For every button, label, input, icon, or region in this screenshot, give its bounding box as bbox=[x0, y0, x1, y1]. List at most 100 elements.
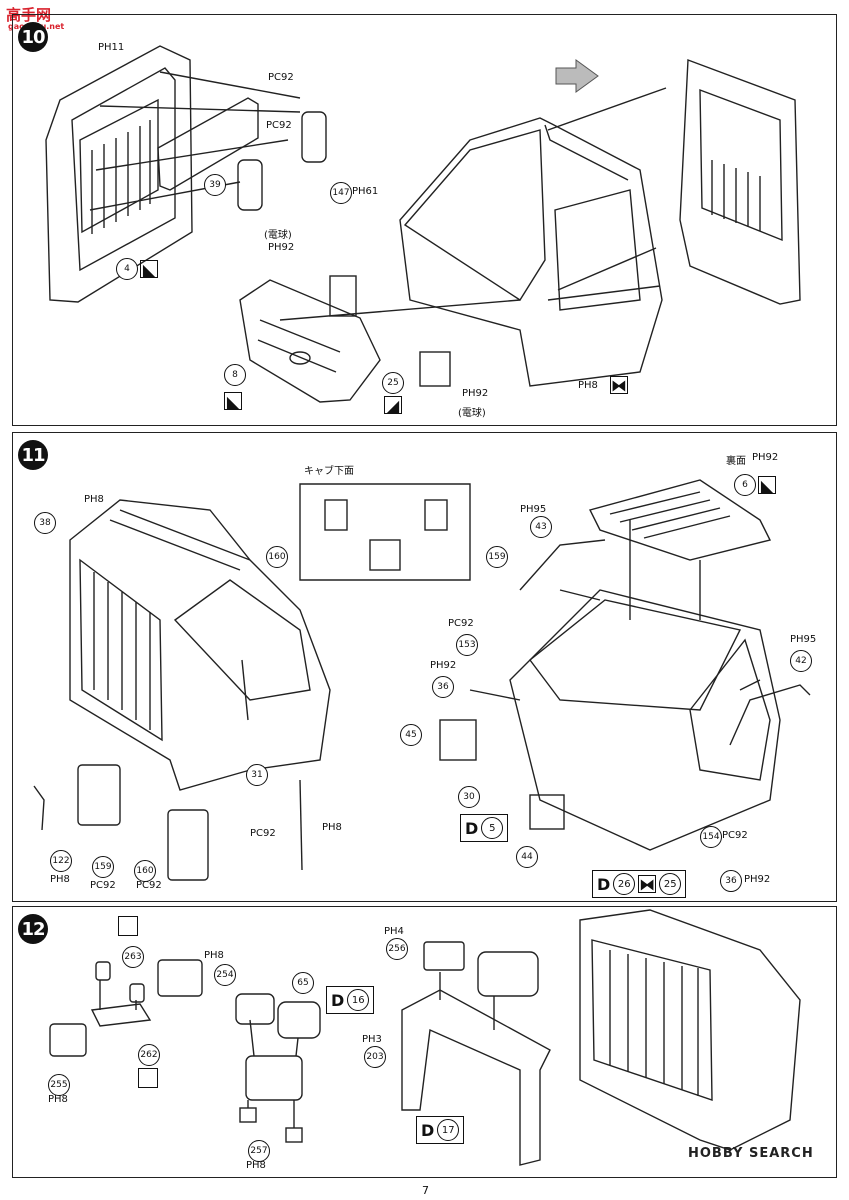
part-160-under: 160 bbox=[266, 546, 288, 568]
label-ph95-b: PH95 bbox=[790, 634, 817, 645]
paint-icon-8: ◣ bbox=[224, 392, 242, 411]
paint-icon-6: ◣ bbox=[758, 476, 776, 495]
step-10-badge: 10 bbox=[18, 22, 48, 52]
stay-part bbox=[299, 779, 303, 871]
label-ph8-257: PH8 bbox=[246, 1160, 266, 1171]
label-ph92-roof: PH92 bbox=[752, 452, 779, 463]
label-bulb-1: (電球) bbox=[264, 230, 292, 241]
label-ph8-122: PH8 bbox=[50, 874, 70, 885]
part-147: 147 bbox=[330, 182, 352, 204]
label-ph92b: PH92 bbox=[462, 388, 489, 399]
lamp-body bbox=[245, 1055, 303, 1101]
part-43: 43 bbox=[530, 516, 552, 538]
watermark-logo-top: 高手网 bbox=[6, 6, 52, 24]
label-ph92a: PH92 bbox=[268, 242, 295, 253]
part-38: 38 bbox=[34, 512, 56, 534]
part-159-under: 159 bbox=[486, 546, 508, 568]
plate-45 bbox=[439, 719, 477, 761]
part-65: 65 bbox=[292, 972, 314, 994]
cover-44 bbox=[529, 794, 565, 830]
watermark-hobby-search: HOBBY SEARCH bbox=[688, 1146, 814, 1161]
mud-flap-160 bbox=[167, 809, 209, 881]
clip-263b bbox=[129, 983, 145, 1003]
mirror-147-b bbox=[301, 111, 327, 163]
label-ura: 裏面 bbox=[726, 456, 746, 467]
part-8: 8 bbox=[224, 364, 246, 386]
label-pc92a: PC92 bbox=[268, 72, 294, 83]
part-153: 153 bbox=[456, 634, 478, 656]
antenna-31 bbox=[241, 659, 249, 721]
rear-panel-right bbox=[679, 59, 801, 305]
rear-window-glass-39 bbox=[157, 97, 259, 191]
part-254: 254 bbox=[214, 964, 236, 986]
label-ph8-255: PH8 bbox=[48, 1094, 68, 1105]
label-pc92-154: PC92 bbox=[722, 830, 748, 841]
part-45: 45 bbox=[400, 724, 422, 746]
decal-icon-12a bbox=[118, 916, 138, 936]
part-25: 25 bbox=[382, 372, 404, 394]
label-ph3: PH3 bbox=[362, 1034, 382, 1045]
part-44: 44 bbox=[516, 846, 538, 868]
label-ph92-36a: PH92 bbox=[430, 660, 457, 671]
stay-257b bbox=[285, 1127, 303, 1143]
visor-43 bbox=[519, 539, 606, 591]
label-ph61: PH61 bbox=[352, 186, 379, 197]
label-pc92b: PC92 bbox=[266, 120, 292, 131]
cab-rear-step12 bbox=[579, 909, 801, 1151]
label-pc92-160: PC92 bbox=[136, 880, 162, 891]
label-ph8-254: PH8 bbox=[204, 950, 224, 961]
decal-icon-25: ◢ bbox=[384, 396, 402, 415]
mirror-147-a bbox=[237, 159, 263, 211]
part-31: 31 bbox=[246, 764, 268, 786]
label-ph8: PH8 bbox=[578, 380, 598, 391]
light-box bbox=[477, 951, 539, 997]
cab-underside bbox=[299, 483, 471, 581]
label-pc92-153: PC92 bbox=[448, 618, 474, 629]
part-257: 257 bbox=[248, 1140, 270, 1162]
step-12-badge: 12 bbox=[18, 914, 48, 944]
step-11-badge: 11 bbox=[18, 440, 48, 470]
cab-body bbox=[399, 117, 663, 387]
label-pc92-stay: PC92 bbox=[250, 828, 276, 839]
part-263: 263 bbox=[122, 946, 144, 968]
part-36b: 36 bbox=[720, 870, 742, 892]
label-pc92-159: PC92 bbox=[90, 880, 116, 891]
part-36a: 36 bbox=[432, 676, 454, 698]
front-grille-8 bbox=[239, 279, 381, 403]
page-number: 7 bbox=[422, 1184, 429, 1197]
label-ph95-a: PH95 bbox=[520, 504, 547, 515]
label-ph8-stay: PH8 bbox=[322, 822, 342, 833]
label-ph11: PH11 bbox=[98, 42, 125, 53]
roof-frame-203 bbox=[401, 989, 551, 1166]
marker-256 bbox=[423, 941, 465, 971]
step-12-panel bbox=[12, 906, 837, 1178]
part-255: 255 bbox=[48, 1074, 70, 1096]
part-42: 42 bbox=[790, 650, 812, 672]
lamp-part-25 bbox=[419, 351, 451, 387]
move-direction-arrow bbox=[555, 59, 599, 93]
stay-257a bbox=[239, 1107, 257, 1123]
decal-icon-k: ⧓ bbox=[610, 375, 628, 395]
part-39: 39 bbox=[204, 174, 226, 196]
decal-icon-12b bbox=[138, 1068, 158, 1088]
cab-rear-view bbox=[69, 499, 331, 791]
part-6: 6 bbox=[734, 474, 756, 496]
label-underside: キャブ下面 bbox=[304, 466, 354, 477]
lamp-255 bbox=[49, 1023, 87, 1057]
part-256: 256 bbox=[386, 938, 408, 960]
lens-65b bbox=[277, 1001, 321, 1039]
lamp-part bbox=[329, 275, 357, 317]
pipe-122 bbox=[33, 785, 45, 831]
lens-65 bbox=[235, 993, 275, 1025]
label-bulb-2: (電球) bbox=[458, 408, 486, 419]
part-154: 154 bbox=[700, 826, 722, 848]
label-ph8-top: PH8 bbox=[84, 494, 104, 505]
cab-front-view bbox=[509, 589, 781, 851]
mud-flap-159 bbox=[77, 764, 121, 826]
part-30: 30 bbox=[458, 786, 480, 808]
lamp-254 bbox=[157, 959, 203, 997]
part-262: 262 bbox=[138, 1044, 160, 1066]
